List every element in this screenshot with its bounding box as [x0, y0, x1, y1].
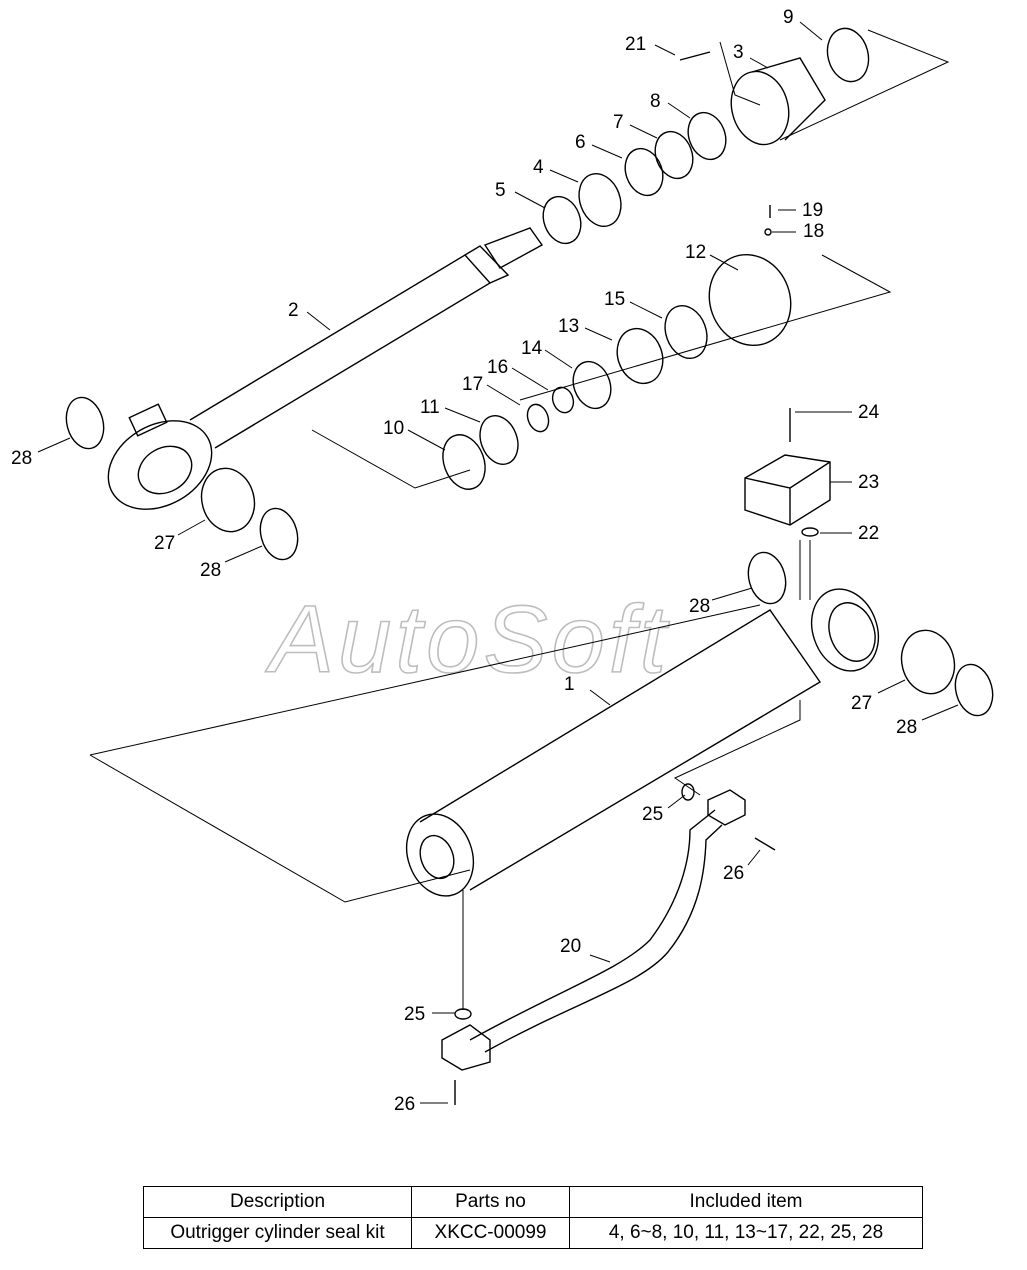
callout-1: 1 [564, 674, 575, 695]
callout-26-lower: 26 [394, 1094, 415, 1115]
callout-25-lower: 25 [404, 1004, 425, 1025]
callout-19: 19 [802, 200, 823, 221]
table-row: Outrigger cylinder seal kit XKCC-00099 4… [143, 1217, 923, 1249]
leader-lines [37, 21, 959, 1104]
callout-3: 3 [733, 42, 744, 63]
callout-18: 18 [803, 221, 824, 242]
callout-22: 22 [858, 523, 879, 544]
assembly-outline [89, 29, 950, 903]
table-header-row: Description Parts no Included item [143, 1186, 923, 1218]
rod-cover [730, 27, 870, 146]
cylinder-tube [405, 588, 880, 897]
header-parts-no: Parts no [411, 1186, 570, 1218]
piston-rod [107, 227, 544, 510]
callout-28-far-left: 28 [11, 448, 32, 469]
callout-24: 24 [858, 402, 880, 423]
callout-2: 2 [288, 300, 299, 321]
callout-7: 7 [613, 112, 624, 133]
bushings [200, 467, 956, 695]
callout-12: 12 [685, 242, 706, 263]
header-description: Description [143, 1186, 412, 1218]
callout-17: 17 [462, 374, 483, 395]
header-included-item: Included item [569, 1186, 923, 1218]
callout-28-center: 28 [689, 596, 710, 617]
exploded-parts-diagram: AutoSoft [11, 7, 994, 1115]
seal-rings [65, 111, 994, 1020]
cell-included-item: 4, 6~8, 10, 11, 13~17, 22, 25, 28 [569, 1217, 923, 1249]
seal-kit-table: Description Parts no Included item Outri… [143, 1186, 923, 1249]
callout-5: 5 [495, 180, 506, 201]
callout-labels: 1 2 3 4 5 6 7 8 9 10 11 12 13 14 15 16 1… [11, 7, 917, 1115]
callout-21: 21 [625, 34, 646, 55]
callout-15: 15 [604, 289, 625, 310]
callout-28-left: 28 [200, 560, 221, 581]
callout-23: 23 [858, 472, 879, 493]
callout-9: 9 [783, 7, 794, 28]
callout-27-right: 27 [851, 693, 872, 714]
callout-6: 6 [575, 132, 586, 153]
callout-13: 13 [558, 316, 579, 337]
callout-8: 8 [650, 91, 661, 112]
callout-27-left: 27 [154, 533, 175, 554]
cell-parts-no: XKCC-00099 [411, 1217, 570, 1249]
callout-10: 10 [383, 418, 404, 439]
connection-lines [462, 540, 811, 1010]
hydraulic-tube [441, 789, 776, 1105]
callout-4: 4 [533, 157, 544, 178]
cell-description: Outrigger cylinder seal kit [143, 1217, 412, 1249]
callout-28-right: 28 [896, 717, 917, 738]
watermark: AutoSoft [265, 586, 670, 693]
callout-20: 20 [560, 936, 581, 957]
callout-25-upper: 25 [642, 804, 663, 825]
valve-block [679, 51, 831, 526]
callout-14: 14 [521, 338, 543, 359]
callout-16: 16 [487, 357, 508, 378]
callout-26-upper: 26 [723, 863, 744, 884]
callout-11: 11 [420, 397, 440, 418]
